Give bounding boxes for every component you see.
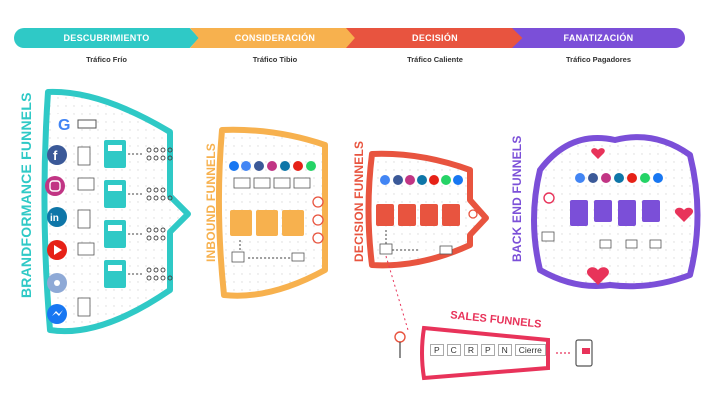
backend-funnel <box>531 134 701 290</box>
inbound-funnel <box>215 126 328 299</box>
sales-step: Cierre <box>514 344 546 356</box>
sales-step: R <box>463 344 478 356</box>
stage-label: DECISIÓN <box>412 33 458 43</box>
brandformance-funnel-label: BRANDFORMANCE FUNNELS <box>18 92 34 298</box>
stage-traffic-label: Tráfico Frío <box>86 55 127 64</box>
sales-step: N <box>497 344 512 356</box>
stage-label: FANATIZACIÓN <box>563 33 634 43</box>
instagram-icon <box>45 176 65 196</box>
stage-traffic-label: Tráfico Caliente <box>407 55 463 64</box>
stage-label: CONSIDERACIÓN <box>234 33 316 43</box>
stage-fanatizacion: FANATIZACIÓN <box>512 28 685 48</box>
svg-text:G: G <box>58 117 70 134</box>
stage-traffic-label: Tráfico Tibio <box>252 55 298 64</box>
svg-text:f: f <box>53 148 58 163</box>
stage-decision: DECISIÓN <box>346 28 524 48</box>
sales-step: P <box>480 344 495 356</box>
google-icon: G <box>55 114 97 134</box>
decision-funnel-label: DECISION FUNNELS <box>352 140 366 262</box>
channel-icon-row <box>380 175 463 185</box>
sales-funnel <box>385 255 593 381</box>
linkedin-icon: in <box>47 207 67 227</box>
stage-consideracion: CONSIDERACIÓN <box>190 28 360 48</box>
sales-step: P <box>430 344 444 356</box>
heart-icon <box>587 148 694 285</box>
inbound-funnel-label: INBOUND FUNNELS <box>204 143 218 262</box>
sales-step: C <box>446 344 461 356</box>
stage-traffic-label: Tráfico Pagadores <box>565 55 632 64</box>
brandformance-funnel: G f in <box>41 88 191 335</box>
youtube-icon <box>47 240 67 260</box>
stage-label: DESCUBRIMIENTO <box>63 33 150 43</box>
channel-icon-row <box>229 161 316 171</box>
channel-icon-row <box>575 173 663 183</box>
svg-text:in: in <box>50 213 59 224</box>
decision-funnel <box>365 150 489 269</box>
sales-steps: P C R P N Cierre <box>430 344 546 356</box>
network-icon <box>47 273 67 293</box>
facebook-icon: f <box>47 145 67 165</box>
messenger-icon <box>47 304 67 324</box>
stage-descubrimiento: DESCUBRIMIENTO <box>14 28 199 48</box>
backend-funnel-label: BACK END FUNNELS <box>510 135 524 262</box>
